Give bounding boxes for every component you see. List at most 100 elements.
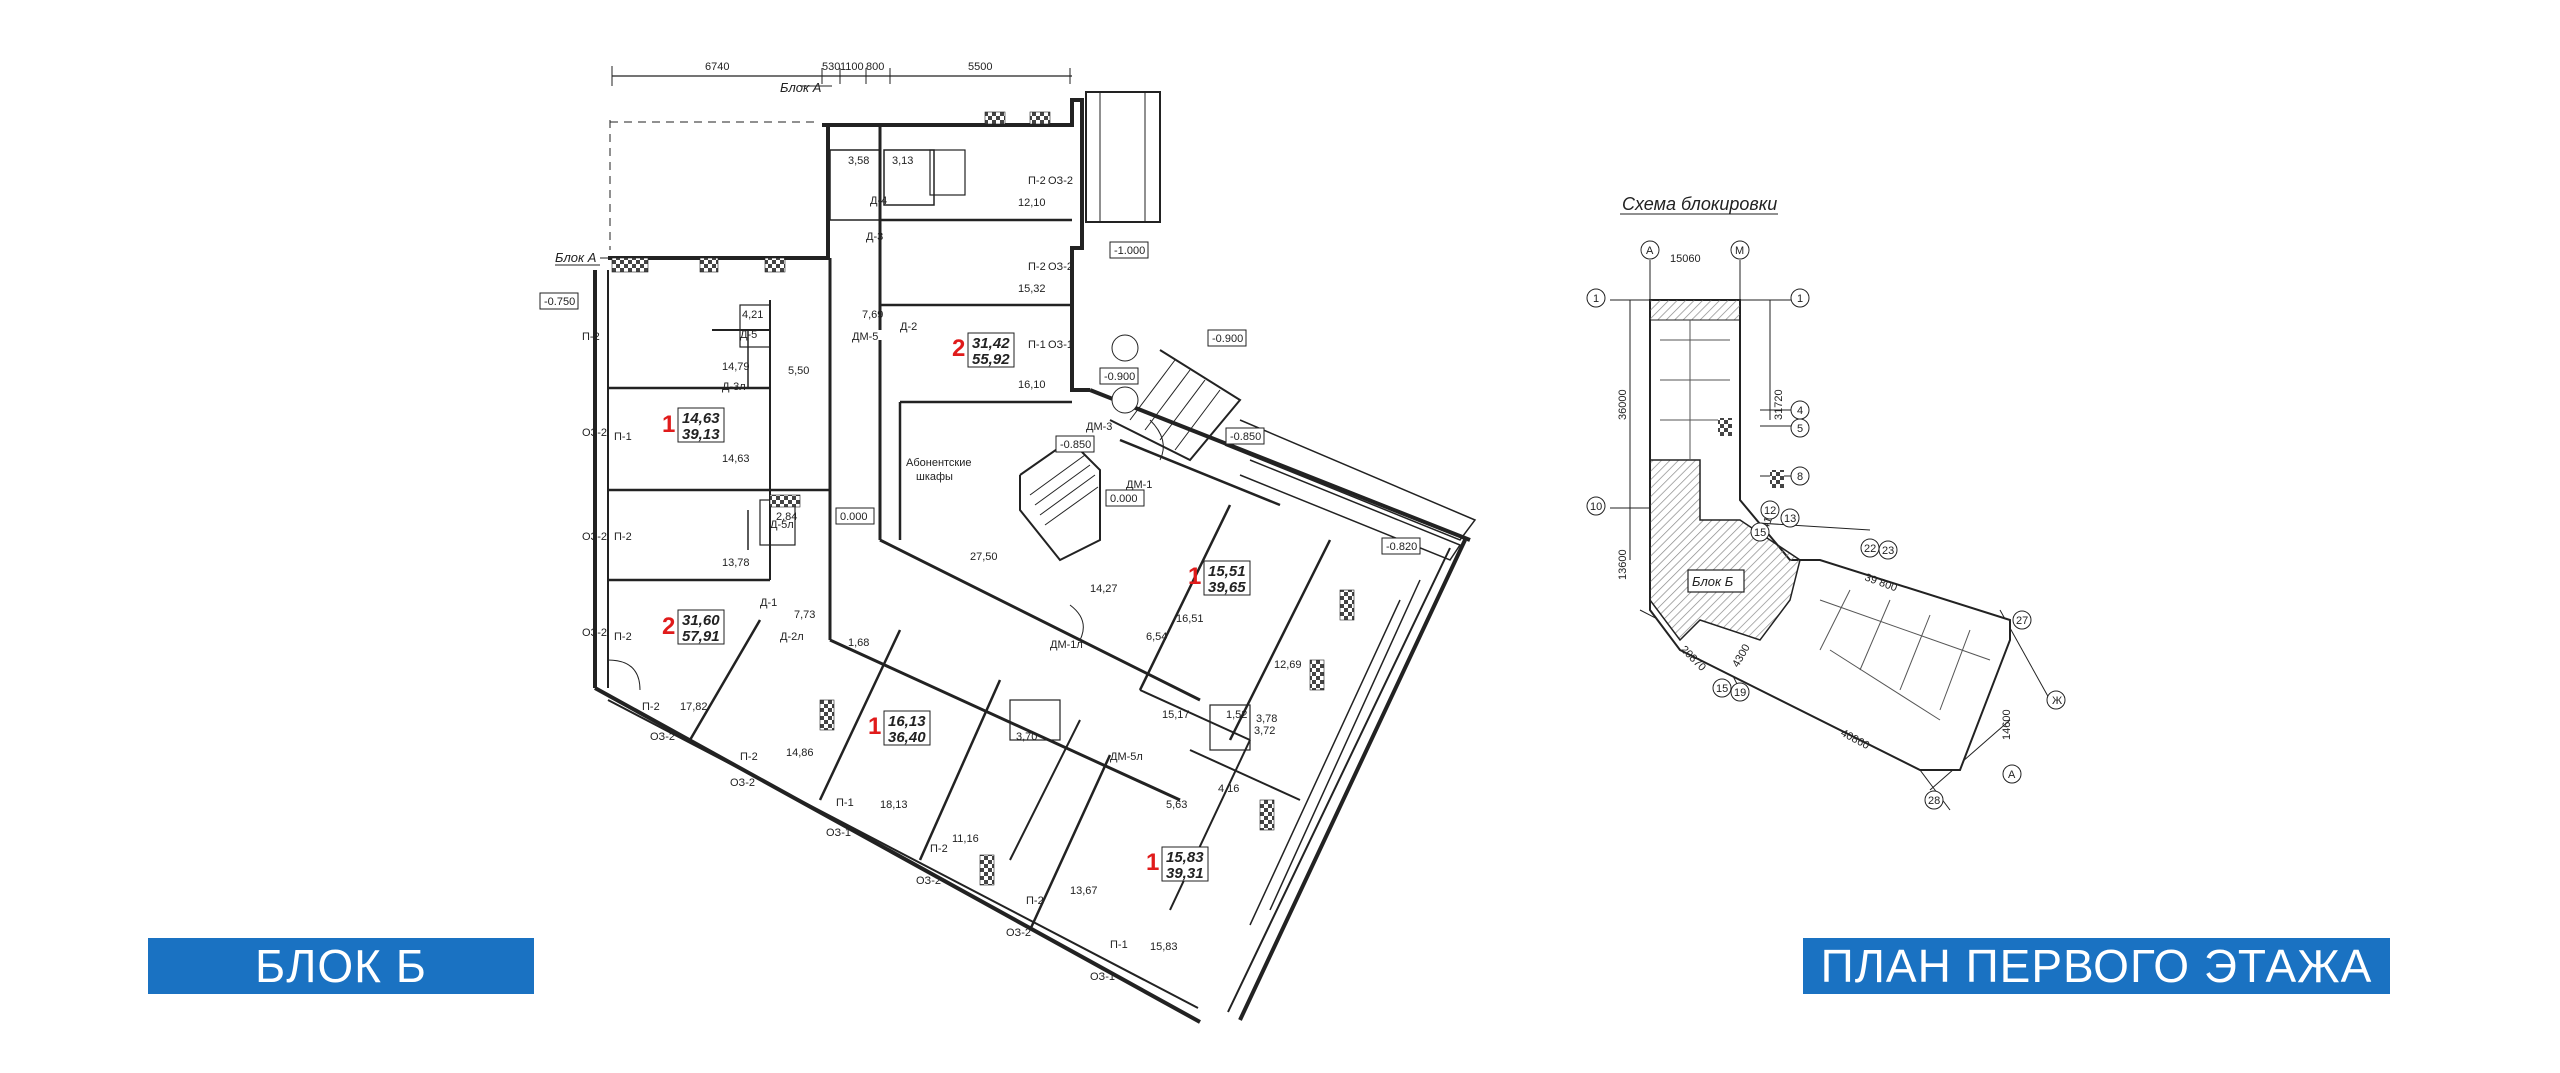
- scheme-axis: 28: [1928, 795, 1940, 807]
- room-areas: 12,10 15,32 16,10 14,79 14,63 13,78 17,8…: [680, 155, 1302, 953]
- room-area: 3,72: [1254, 725, 1275, 737]
- room-area: 5,63: [1166, 799, 1187, 811]
- wall-mark: ОЗ-1: [1090, 971, 1115, 983]
- room-area: 6,54: [1146, 631, 1167, 643]
- dim-530: 530: [822, 61, 840, 73]
- scheme-axis: 1: [1593, 293, 1599, 305]
- room-area: 17,82: [680, 701, 708, 713]
- room-area: 14,79: [722, 361, 750, 373]
- svg-text:2: 2: [662, 613, 675, 640]
- dim-5500: 5500: [968, 61, 992, 73]
- svg-text:39,13: 39,13: [682, 426, 720, 443]
- top-dimensions: 6740 530 1100 800 5500: [705, 61, 992, 73]
- scheme-axis: 22: [1864, 543, 1876, 555]
- svg-text:39,65: 39,65: [1208, 579, 1246, 596]
- svg-text:1: 1: [868, 713, 881, 740]
- level-mark: -0.900: [1104, 371, 1135, 383]
- wall-mark: П-2: [582, 331, 600, 343]
- scheme-dim: 13600: [1617, 549, 1629, 580]
- wall-marks: П-2 ОЗ-2 ОЗ-2 ОЗ-2 П-1 П-2 П-2 П-2 П-2 П…: [582, 175, 1152, 983]
- room-area: 7,69: [862, 309, 883, 321]
- wall-mark: П-2: [1028, 261, 1046, 273]
- apartment-label: 1 15,51 39,65: [1188, 560, 1251, 596]
- room-area: 18,13: [880, 799, 908, 811]
- wall-mark: П-2: [1028, 175, 1046, 187]
- svg-text:15,51: 15,51: [1208, 563, 1246, 580]
- wall-mark: ОЗ-1: [826, 827, 851, 839]
- room-area: 15,83: [1150, 941, 1178, 953]
- level-mark: -0.850: [1230, 431, 1261, 443]
- apartment-label: 2 31,42 55,92: [952, 332, 1015, 368]
- wall-mark: ОЗ-2: [582, 427, 607, 439]
- wall-mark: Д-5л: [770, 519, 794, 531]
- wall-mark: ОЗ-2: [1048, 175, 1073, 187]
- wall-mark: ОЗ-2: [582, 531, 607, 543]
- room-area: 1,68: [848, 637, 869, 649]
- wall-mark: ДМ-5: [852, 331, 878, 343]
- main-plan: [555, 66, 1477, 1024]
- level-marks: -0.750 -1.000 -0.900 -0.900 -0.850 -0.85…: [539, 241, 1421, 555]
- svg-text:14,63: 14,63: [682, 410, 720, 427]
- scheme-axis: 12: [1764, 505, 1776, 517]
- block-b-title: БЛОК Б: [255, 940, 427, 992]
- block-b-banner: БЛОК Б: [148, 938, 534, 994]
- svg-text:39,31: 39,31: [1166, 865, 1204, 882]
- scheme-axis: 10: [1590, 501, 1602, 513]
- room-area: 2,84: [776, 511, 797, 523]
- axis-markers-main: [1111, 334, 1139, 414]
- block-a-label-left: Блок А: [555, 250, 596, 265]
- scheme-axis: 27: [2016, 615, 2028, 627]
- level-mark: -0.750: [544, 296, 575, 308]
- svg-text:15,83: 15,83: [1166, 849, 1204, 866]
- room-area: 12,10: [1018, 197, 1046, 209]
- scheme-axis: 13: [1784, 513, 1796, 525]
- scheme-block-label: Блок Б: [1692, 574, 1734, 589]
- room-area: 5,50: [788, 365, 809, 377]
- level-mark: -0.820: [1386, 541, 1417, 553]
- scheme-axis: 1: [1797, 293, 1803, 305]
- room-area: 1,52: [1226, 709, 1247, 721]
- wall-mark: П-1: [1110, 939, 1128, 951]
- scheme-dim: 36000: [1617, 389, 1629, 420]
- plan-title: ПЛАН ПЕРВОГО ЭТАЖА: [1820, 940, 2373, 992]
- dim-6740: 6740: [705, 61, 729, 73]
- room-area: 16,10: [1018, 379, 1046, 391]
- wall-mark: ДМ-1: [1126, 479, 1152, 491]
- room-area: 14,27: [1090, 583, 1118, 595]
- wall-mark: Д-1: [760, 597, 777, 609]
- svg-text:57,91: 57,91: [682, 628, 720, 645]
- room-area: 14,63: [722, 453, 750, 465]
- room-area: 11,16: [952, 833, 979, 845]
- wall-mark: ОЗ-2: [1006, 927, 1031, 939]
- scheme-title: Схема блокировки: [1622, 194, 1777, 214]
- scheme-axis: 19: [1734, 687, 1746, 699]
- plan-title-banner: ПЛАН ПЕРВОГО ЭТАЖА: [1803, 938, 2390, 994]
- scheme-axis: 15: [1754, 527, 1766, 539]
- block-a-label-top: Блок А: [780, 80, 821, 95]
- svg-text:31,42: 31,42: [972, 335, 1010, 352]
- wall-mark: П-1: [614, 431, 632, 443]
- level-mark: 0.000: [1110, 493, 1138, 505]
- wall-mark: ОЗ-2: [582, 627, 607, 639]
- wall-mark: ДМ-5л: [1110, 751, 1143, 763]
- wall-mark: Д-2л: [780, 631, 804, 643]
- scheme-axis: 23: [1882, 545, 1894, 557]
- svg-text:16,13: 16,13: [888, 713, 926, 730]
- dim-800: 800: [866, 61, 884, 73]
- scheme-dim: 14600: [2001, 709, 2013, 740]
- scheme-axis: М: [1735, 245, 1744, 257]
- scheme-dim: 31720: [1773, 389, 1785, 420]
- svg-text:2: 2: [952, 335, 965, 362]
- apartment-label: 1 16,13 36,40: [868, 710, 931, 746]
- room-area: 12,69: [1274, 659, 1302, 671]
- room-area: 4,16: [1218, 783, 1239, 795]
- wall-mark: П-2: [614, 631, 632, 643]
- level-mark: -0.850: [1060, 439, 1091, 451]
- svg-text:36,40: 36,40: [888, 729, 926, 746]
- room-area: 15,32: [1018, 283, 1046, 295]
- apartment-label: 2 31,60 57,91: [662, 609, 725, 645]
- subscriber-cabinets-label-2: шкафы: [916, 471, 953, 483]
- wall-mark: Д-4: [870, 195, 887, 207]
- wall-mark: ОЗ-1: [1048, 339, 1073, 351]
- room-area: 14,86: [786, 747, 814, 759]
